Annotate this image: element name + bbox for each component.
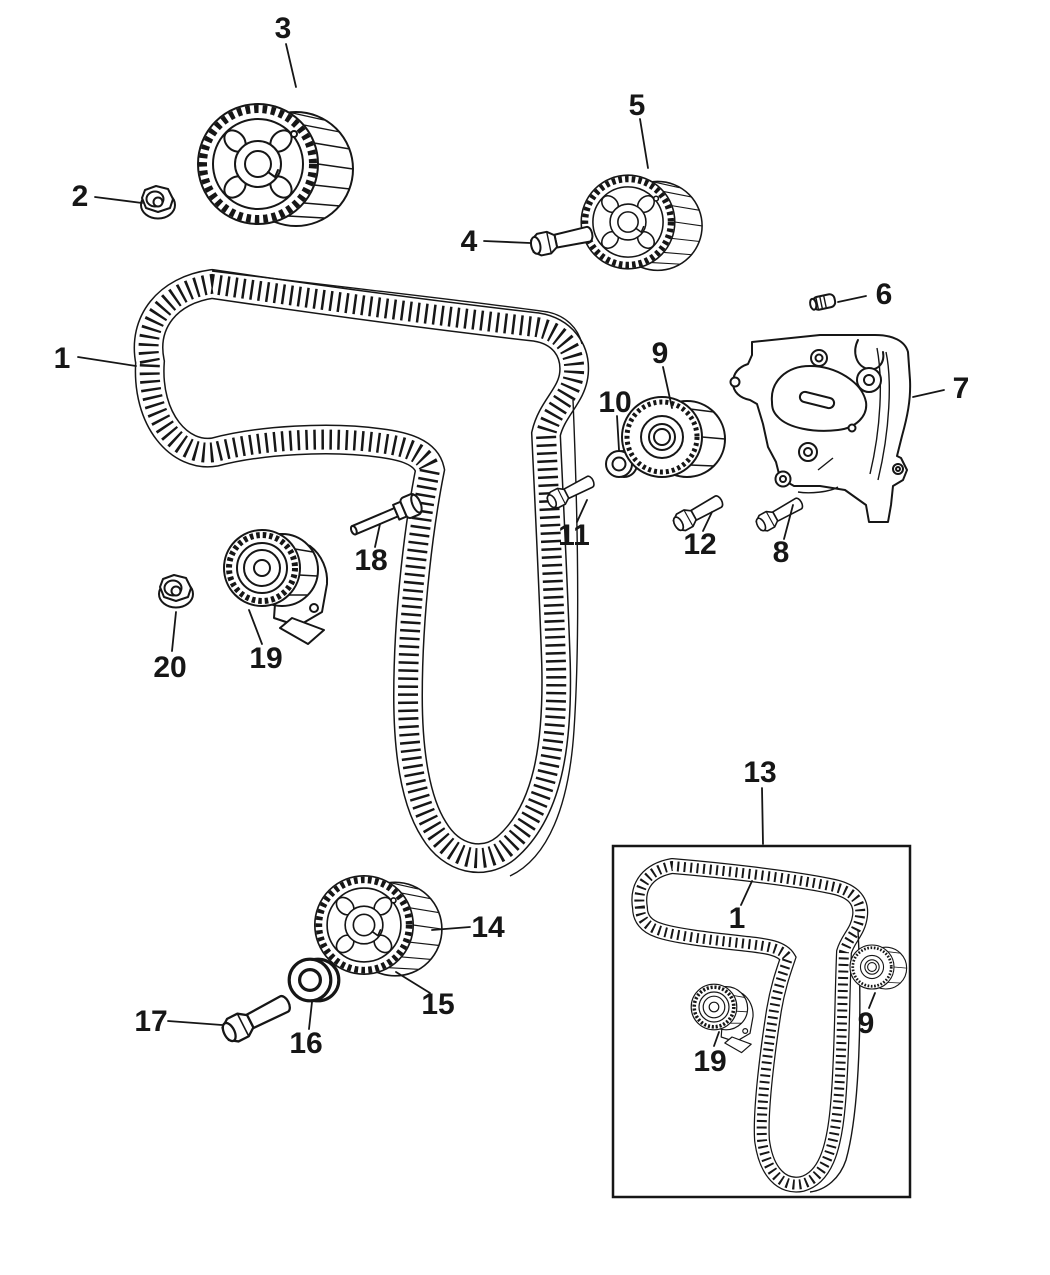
callout-8: 8 xyxy=(773,504,794,569)
callout-16-label: 16 xyxy=(289,1027,322,1060)
callout-15: 15 xyxy=(395,971,455,1021)
inset-callout-19-label: 19 xyxy=(693,1045,726,1078)
kit-belt-drawing xyxy=(631,857,869,1193)
callout-20-label: 20 xyxy=(153,651,186,684)
callout-6-label: 6 xyxy=(876,278,893,311)
callout-15-label: 15 xyxy=(421,988,454,1021)
callout-9: 9 xyxy=(652,337,673,409)
callout-17-label: 17 xyxy=(134,1005,167,1038)
callout-14-label: 14 xyxy=(471,911,505,944)
callout-19: 19 xyxy=(248,609,283,675)
callout-18: 18 xyxy=(354,523,388,577)
callout-6: 6 xyxy=(837,278,893,311)
belt-tensioner-drawing xyxy=(224,530,327,644)
callout-9-label: 9 xyxy=(652,337,669,370)
callout-13: 13 xyxy=(743,756,777,845)
callout-18-label: 18 xyxy=(354,544,387,577)
callout-12: 12 xyxy=(683,511,717,561)
crank-bolt-drawing xyxy=(217,989,296,1047)
inner-timing-cover-drawing xyxy=(729,334,912,523)
camshaft-sprocket-2-drawing xyxy=(581,175,702,270)
callout-2-label: 2 xyxy=(72,180,89,213)
callouts-layer: 1 2 3 4 5 6 7 8 xyxy=(54,12,970,1078)
inset-callout-19: 19 xyxy=(693,1031,727,1078)
callout-10-label: 10 xyxy=(598,386,631,419)
callout-10: 10 xyxy=(598,386,632,451)
callout-16: 16 xyxy=(289,1001,323,1060)
cam-sprocket-nut-drawing xyxy=(140,185,176,220)
crankshaft-sprocket-drawing xyxy=(315,876,442,976)
callout-8-label: 8 xyxy=(773,536,790,569)
callout-4-label: 4 xyxy=(461,225,478,258)
callout-20: 20 xyxy=(153,611,187,684)
callout-5: 5 xyxy=(629,89,649,169)
callout-4: 4 xyxy=(461,225,531,258)
callout-11-label: 11 xyxy=(558,519,590,552)
callout-5-label: 5 xyxy=(629,89,646,122)
crank-seal-drawing xyxy=(287,957,341,1003)
callout-19-label: 19 xyxy=(249,642,282,675)
callout-7: 7 xyxy=(912,372,970,405)
inset-callout-9-label: 9 xyxy=(858,1007,875,1040)
kit-idler-drawing xyxy=(848,943,909,991)
callout-17: 17 xyxy=(134,1005,223,1038)
kit-box-drawing xyxy=(611,844,912,1199)
tensioner-nut-drawing xyxy=(158,574,194,609)
callout-1-label: 1 xyxy=(54,342,71,375)
callout-12-label: 12 xyxy=(683,528,716,561)
callout-3: 3 xyxy=(275,12,297,88)
callout-3-label: 3 xyxy=(275,12,292,45)
callout-2: 2 xyxy=(72,180,143,213)
cover-bolt-drawing xyxy=(752,493,807,535)
inset-callout-1: 1 xyxy=(729,880,753,935)
camshaft-sprocket-drawing xyxy=(198,104,353,226)
callout-1: 1 xyxy=(54,342,137,375)
idler-pulley-drawing xyxy=(622,397,725,477)
inset-callout-9: 9 xyxy=(858,992,876,1040)
tensioner-stud-drawing xyxy=(349,492,423,536)
callout-7-label: 7 xyxy=(953,372,970,405)
plug-screw-drawing xyxy=(809,293,837,311)
callout-14: 14 xyxy=(431,911,505,944)
inset-callout-1-label: 1 xyxy=(729,902,746,935)
sprocket-bolt-drawing xyxy=(528,221,596,259)
callout-13-label: 13 xyxy=(743,756,776,789)
callout-11: 11 xyxy=(558,499,590,552)
timing-belt-drawing xyxy=(133,268,590,877)
